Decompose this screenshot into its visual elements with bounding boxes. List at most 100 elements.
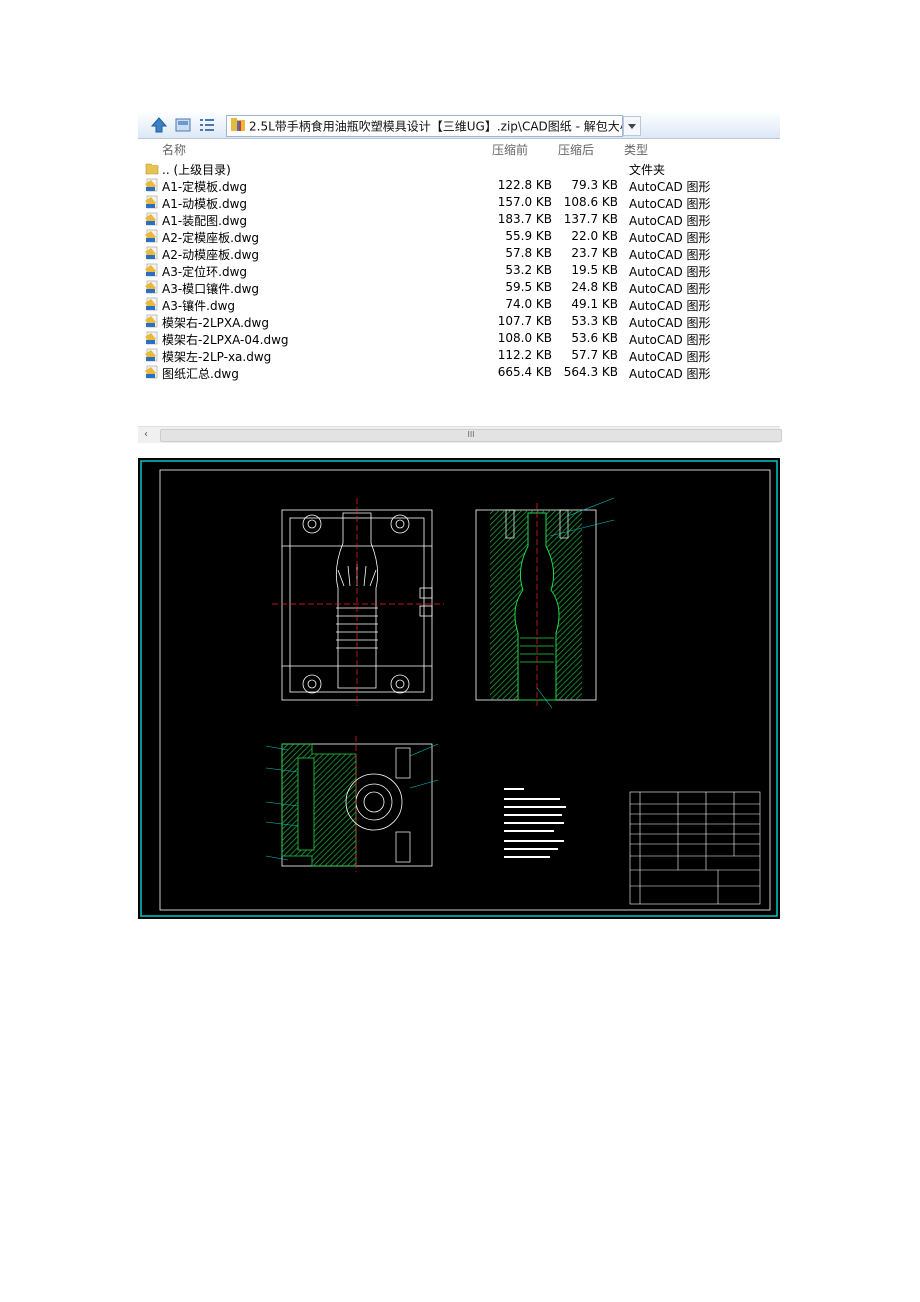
dwg-file-icon: [145, 178, 159, 192]
file-size: 108.0 KB: [497, 331, 552, 345]
file-name: A1-装配图.dwg: [162, 214, 248, 228]
file-compressed-size: 24.8 KB: [571, 280, 618, 294]
list-item[interactable]: 模架右-2LPXA.dwg 107.7 KB 53.3 KB AutoCAD 图形: [138, 313, 780, 330]
file-compressed-size: 22.0 KB: [571, 229, 618, 243]
file-compressed-size: 564.3 KB: [563, 365, 618, 379]
file-type: AutoCAD 图形: [629, 333, 711, 347]
list-item[interactable]: A1-定模板.dwg 122.8 KB 79.3 KB AutoCAD 图形: [138, 177, 780, 194]
file-type: AutoCAD 图形: [629, 367, 711, 381]
section-view: [475, 497, 615, 709]
file-name: A3-模口镶件.dwg: [162, 282, 260, 296]
file-size: 55.9 KB: [505, 229, 552, 243]
file-size: 157.0 KB: [497, 195, 552, 209]
drawing-outer-frame: [140, 460, 778, 917]
dwg-file-icon: [145, 280, 159, 294]
file-compressed-size: 53.6 KB: [571, 331, 618, 345]
scroll-grip: III: [467, 430, 475, 439]
file-name: 模架右-2LPXA-04.dwg: [162, 333, 289, 347]
file-compressed-size: 57.7 KB: [571, 348, 618, 362]
dwg-file-icon: [145, 314, 159, 328]
file-compressed-size: 53.3 KB: [571, 314, 618, 328]
col-size[interactable]: 压缩前: [492, 143, 529, 157]
cad-drawing-preview: [138, 458, 780, 919]
file-compressed-size: 79.3 KB: [571, 178, 618, 192]
title-block: [629, 791, 761, 905]
file-size: 183.7 KB: [497, 212, 552, 226]
file-size: 122.8 KB: [497, 178, 552, 192]
list-item[interactable]: A3-镶件.dwg 74.0 KB 49.1 KB AutoCAD 图形: [138, 296, 780, 313]
list-item[interactable]: A2-动模座板.dwg 57.8 KB 23.7 KB AutoCAD 图形: [138, 245, 780, 262]
file-compressed-size: 108.6 KB: [563, 195, 618, 209]
file-list: .. (上级目录) 文件夹 A1-定模板.dwg 122.8 KB 79.3 KB Aut…: [138, 160, 780, 381]
file-type: AutoCAD 图形: [629, 350, 711, 364]
file-type: AutoCAD 图形: [629, 299, 711, 313]
dwg-file-icon: [145, 212, 159, 226]
zip-folder-icon: [231, 117, 245, 137]
side-view: [265, 736, 439, 872]
file-name: A2-动模座板.dwg: [162, 248, 260, 262]
folder-icon: [145, 161, 159, 175]
toolbar: 2.5L带手柄食用油瓶吹塑模具设计【三维UG】.zip\CAD图纸 - 解包大小…: [138, 112, 780, 139]
file-size: 53.2 KB: [505, 263, 552, 277]
file-type: AutoCAD 图形: [629, 248, 711, 262]
file-type: AutoCAD 图形: [629, 231, 711, 245]
up-arrow-icon[interactable]: [150, 116, 168, 134]
chevron-down-icon[interactable]: [623, 116, 641, 136]
cad-canvas: [140, 460, 778, 917]
dwg-file-icon: [145, 246, 159, 260]
file-type: 文件夹: [629, 163, 666, 177]
list-item[interactable]: A1-装配图.dwg 183.7 KB 137.7 KB AutoCAD 图形: [138, 211, 780, 228]
file-size: 59.5 KB: [505, 280, 552, 294]
file-type: AutoCAD 图形: [629, 180, 711, 194]
file-name: A1-动模板.dwg: [162, 197, 248, 211]
file-compressed-size: 23.7 KB: [571, 246, 618, 260]
file-size: 57.8 KB: [505, 246, 552, 260]
list-item[interactable]: A1-动模板.dwg 157.0 KB 108.6 KB AutoCAD 图形: [138, 194, 780, 211]
list-item[interactable]: A2-定模座板.dwg 55.9 KB 22.0 KB AutoCAD 图形: [138, 228, 780, 245]
col-compressed[interactable]: 压缩后: [558, 143, 595, 157]
col-name[interactable]: 名称: [162, 143, 187, 157]
drawing-inner-frame: [159, 469, 771, 911]
file-name: A1-定模板.dwg: [162, 180, 248, 194]
view-icon[interactable]: [174, 116, 192, 134]
list-item[interactable]: 模架右-2LPXA-04.dwg 108.0 KB 53.6 KB AutoCAD 图…: [138, 330, 780, 347]
file-compressed-size: 49.1 KB: [571, 297, 618, 311]
scroll-left-icon[interactable]: ‹: [144, 429, 148, 440]
file-name: 模架左-2LP-xa.dwg: [162, 350, 272, 364]
file-name: A3-镶件.dwg: [162, 299, 236, 313]
file-compressed-size: 137.7 KB: [563, 212, 618, 226]
scroll-thumb[interactable]: III: [160, 429, 782, 442]
dwg-file-icon: [145, 263, 159, 277]
dwg-file-icon: [145, 365, 159, 379]
file-size: 665.4 KB: [497, 365, 552, 379]
file-name: 模架右-2LPXA.dwg: [162, 316, 269, 330]
file-size: 74.0 KB: [505, 297, 552, 311]
horizontal-scrollbar[interactable]: ‹ III: [138, 426, 782, 443]
path-text: 2.5L带手柄食用油瓶吹塑模具设计【三维UG】.zip\CAD图纸 - 解包大小: [249, 119, 623, 134]
dwg-file-icon: [145, 331, 159, 345]
list-icon[interactable]: [198, 116, 216, 134]
column-header: 名称 压缩前 压缩后 类型: [138, 139, 780, 159]
file-size: 112.2 KB: [497, 348, 552, 362]
dwg-file-icon: [145, 229, 159, 243]
file-type: AutoCAD 图形: [629, 197, 711, 211]
file-size: 107.7 KB: [497, 314, 552, 328]
file-type: AutoCAD 图形: [629, 214, 711, 228]
file-compressed-size: 19.5 KB: [571, 263, 618, 277]
list-item[interactable]: 模架左-2LP-xa.dwg 112.2 KB 57.7 KB AutoCAD 图形: [138, 347, 780, 364]
file-type: AutoCAD 图形: [629, 316, 711, 330]
col-type[interactable]: 类型: [624, 143, 649, 157]
file-type: AutoCAD 图形: [629, 265, 711, 279]
file-name: A2-定模座板.dwg: [162, 231, 260, 245]
path-bar[interactable]: 2.5L带手柄食用油瓶吹塑模具设计【三维UG】.zip\CAD图纸 - 解包大小: [226, 115, 623, 137]
dwg-file-icon: [145, 297, 159, 311]
tech-notes-block: [504, 788, 566, 858]
file-name: .. (上级目录): [162, 163, 231, 177]
dwg-file-icon: [145, 195, 159, 209]
file-type: AutoCAD 图形: [629, 282, 711, 296]
list-item[interactable]: .. (上级目录) 文件夹: [138, 160, 780, 177]
archive-window: 2.5L带手柄食用油瓶吹塑模具设计【三维UG】.zip\CAD图纸 - 解包大小…: [138, 112, 782, 443]
list-item[interactable]: A3-模口镶件.dwg 59.5 KB 24.8 KB AutoCAD 图形: [138, 279, 780, 296]
